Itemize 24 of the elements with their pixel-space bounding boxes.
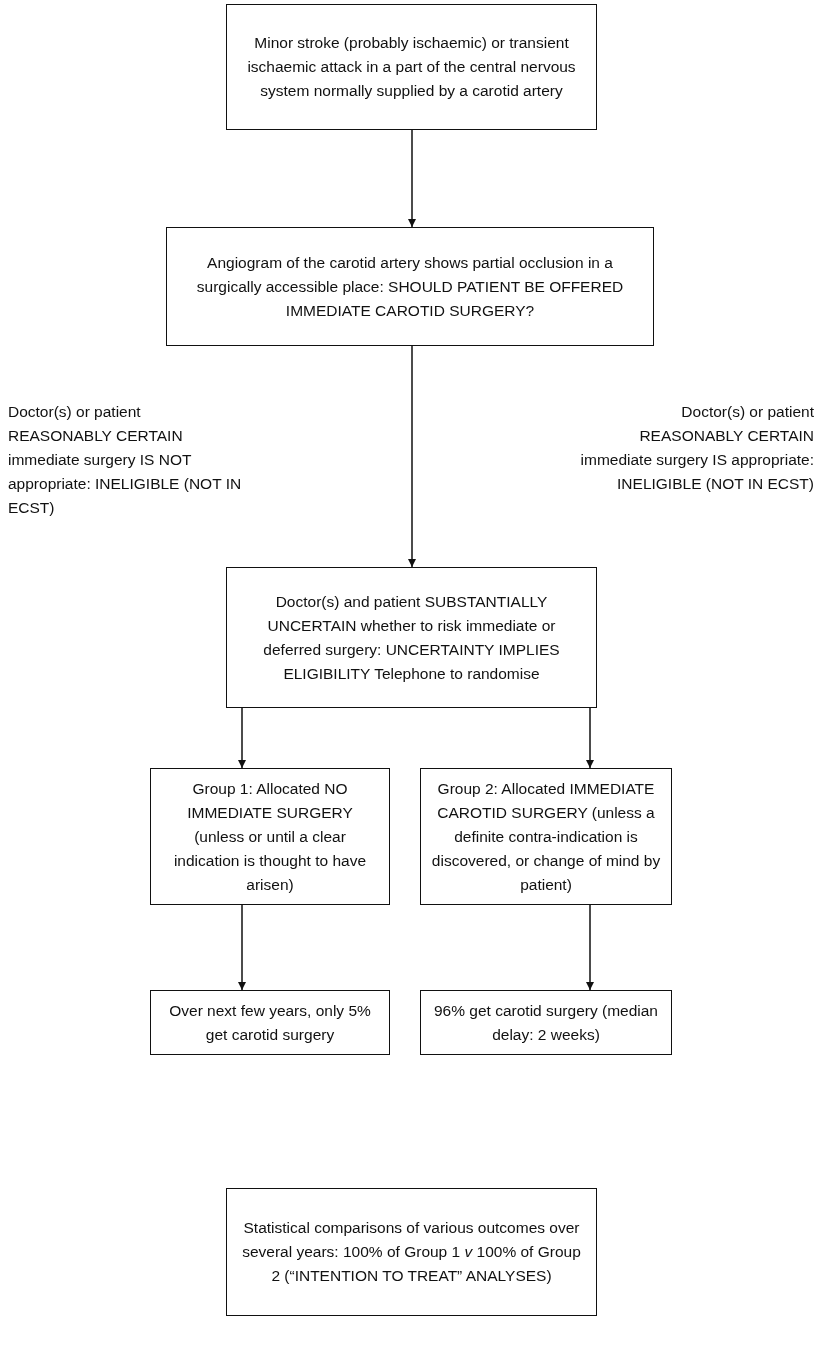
process-box bbox=[226, 567, 597, 708]
box-text: Minor stroke (probably ischaemic) or transient ischaemic attack in a part of the central nervous system normally supplied by a carotid artery bbox=[246, 33, 577, 101]
side-note: Doctor(s) or patient REASONABLY CERTAIN immediate surgery IS NOT appropriate: INELIGIBLE (NOT IN ECST) bbox=[8, 402, 243, 518]
arrow bbox=[238, 707, 246, 769]
side-note: Doctor(s) or patient REASONABLY CERTAIN immediate surgery IS appropriate: INELIGIBLE (NOT IN ECST) bbox=[579, 402, 814, 494]
arrow bbox=[586, 707, 594, 769]
box-text: 96% get carotid surgery (median delay: 2 weeks) bbox=[433, 1000, 659, 1045]
process-box bbox=[420, 990, 672, 1055]
box-text: Statistical comparisons of various outcomes over several years: 100% of Group 1 v 100% of Group 2 (“INTENTION TO TREAT” ANALYSES) bbox=[241, 1218, 582, 1286]
process-box bbox=[226, 1188, 597, 1316]
box-text: Angiogram of the carotid artery shows partial occlusion in a surgically accessible place: SHOULD PATIENT BE OFFERED IMMEDIATE CAROTID SURGERY? bbox=[195, 252, 625, 321]
box-text: Over next few years, only 5% get carotid surgery bbox=[168, 1000, 372, 1045]
box-text: Group 1: Allocated NO IMMEDIATE SURGERY (unless or until a clear indication is thought to have arisen) bbox=[172, 778, 368, 895]
process-box bbox=[226, 4, 597, 130]
process-box bbox=[150, 990, 390, 1055]
arrow bbox=[408, 129, 416, 228]
arrow bbox=[408, 345, 416, 568]
arrow bbox=[586, 904, 594, 991]
process-box bbox=[420, 768, 672, 905]
arrow bbox=[238, 904, 246, 991]
process-box bbox=[166, 227, 654, 346]
box-text: Group 2: Allocated IMMEDIATE CAROTID SURGERY (unless a definite contra-indication is discovered, or change of mind by patient) bbox=[431, 778, 661, 895]
box-text: Doctor(s) and patient SUBSTANTIALLY UNCERTAIN whether to risk immediate or deferred surgery: UNCERTAINTY IMPLIES ELIGIBILITY Telephone to randomise bbox=[262, 591, 561, 684]
process-box bbox=[150, 768, 390, 905]
